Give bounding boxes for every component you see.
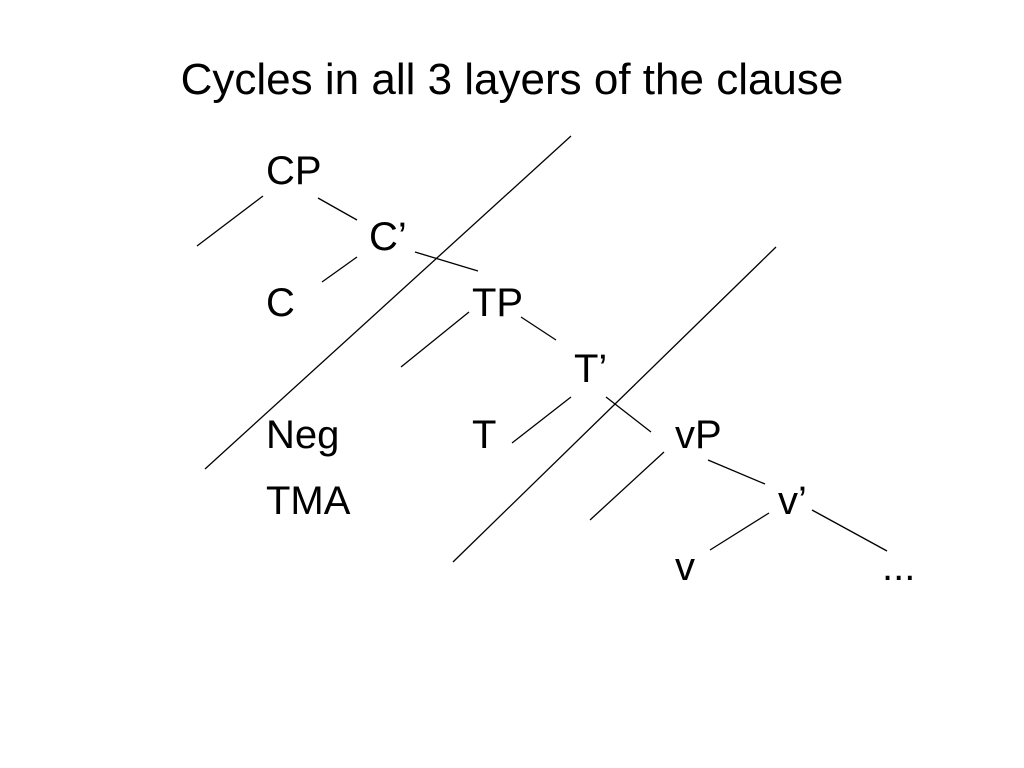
node-neg: Neg [266, 413, 340, 457]
cycle-boundary-line-2 [452, 246, 777, 563]
branch-tbar-to-vp [605, 396, 652, 433]
node-v-bar: v’ [778, 479, 807, 523]
branch-vp-to-vbar [707, 459, 766, 485]
branch-vbar-to-v [709, 512, 770, 551]
branch-vbar-to-complement [811, 509, 888, 552]
branch-tbar-to-t [511, 396, 572, 444]
branch-tp-to-tbar [520, 316, 557, 341]
node-ellipsis: ... [882, 545, 916, 589]
node-tma: TMA [266, 479, 351, 523]
node-t-bar: T’ [574, 347, 608, 391]
node-t: T [472, 413, 497, 457]
node-tp: TP [472, 281, 524, 325]
node-c: C [266, 281, 295, 325]
branch-cp-to-cbar [317, 197, 358, 221]
node-v: v [675, 545, 695, 589]
slide-title: Cycles in all 3 layers of the clause [180, 55, 844, 104]
branch-cbar-to-tp [414, 251, 479, 272]
branch-tp-to-spec [400, 311, 470, 368]
node-c-bar: C’ [369, 215, 407, 259]
node-vp: vP [675, 413, 722, 457]
branch-vp-to-spec [589, 451, 665, 521]
branch-cp-to-spec [196, 195, 264, 247]
branch-cbar-to-c [321, 256, 358, 283]
cycle-boundary-line-1 [204, 135, 572, 470]
node-cp: CP [266, 149, 322, 193]
